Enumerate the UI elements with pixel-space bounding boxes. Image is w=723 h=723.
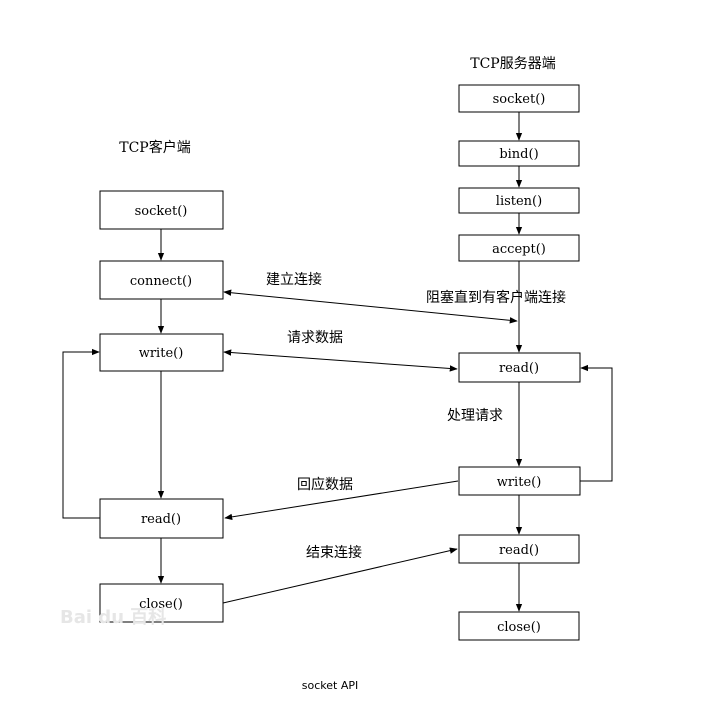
server-write-label: write() — [497, 475, 542, 490]
server-close-box: close() — [458, 611, 580, 641]
label-reply-data: 回应数据 — [297, 476, 353, 493]
server-title: TCP服务器端 — [470, 56, 555, 72]
figure-caption: socket API — [302, 679, 358, 692]
client-read-box: read() — [99, 498, 224, 539]
client-write-label: write() — [139, 346, 184, 361]
client-title: TCP客户端 — [119, 139, 190, 156]
server-loop-arrow — [580, 364, 613, 482]
server-socket-box: socket() — [458, 84, 580, 113]
baidu-watermark: Bai du 百科 — [60, 606, 166, 628]
server-read-second-box: read() — [458, 534, 580, 564]
server-socket-label: socket() — [493, 92, 546, 107]
client-socket-box: socket() — [99, 190, 224, 230]
client-connect-box: connect() — [99, 260, 224, 300]
client-connect-label: connect() — [130, 274, 192, 289]
server-listen-label: listen() — [496, 194, 542, 209]
label-establish-connection: 建立连接 — [266, 271, 322, 288]
server-accept-label: accept() — [492, 242, 546, 257]
client-close-label: close() — [139, 597, 183, 612]
label-end-connection: 结束连接 — [306, 544, 362, 561]
server-bind-label: bind() — [499, 147, 538, 162]
end-connection-arrow — [222, 547, 458, 604]
label-block-until-client: 阻塞直到有客户端连接 — [426, 289, 566, 306]
client-close-box: close() — [99, 583, 224, 623]
client-read-label: read() — [141, 512, 181, 527]
label-process-request: 处理请求 — [447, 408, 503, 424]
request-data-arrow — [223, 349, 458, 372]
server-accept-box: accept() — [458, 234, 580, 262]
server-read-label: read() — [499, 361, 539, 376]
server-close-label: close() — [497, 620, 541, 635]
server-write-box: write() — [458, 466, 581, 496]
server-read-second-label: read() — [499, 543, 539, 558]
server-bind-box: bind() — [458, 140, 580, 167]
reply-data-arrow — [224, 480, 459, 521]
server-read-box: read() — [458, 352, 581, 383]
label-request-data: 请求数据 — [287, 330, 343, 346]
client-loop-arrow — [62, 348, 100, 519]
server-listen-box: listen() — [458, 187, 580, 214]
client-write-box: write() — [99, 333, 224, 372]
connect-establish-arrow — [223, 289, 518, 324]
client-socket-label: socket() — [135, 204, 188, 219]
